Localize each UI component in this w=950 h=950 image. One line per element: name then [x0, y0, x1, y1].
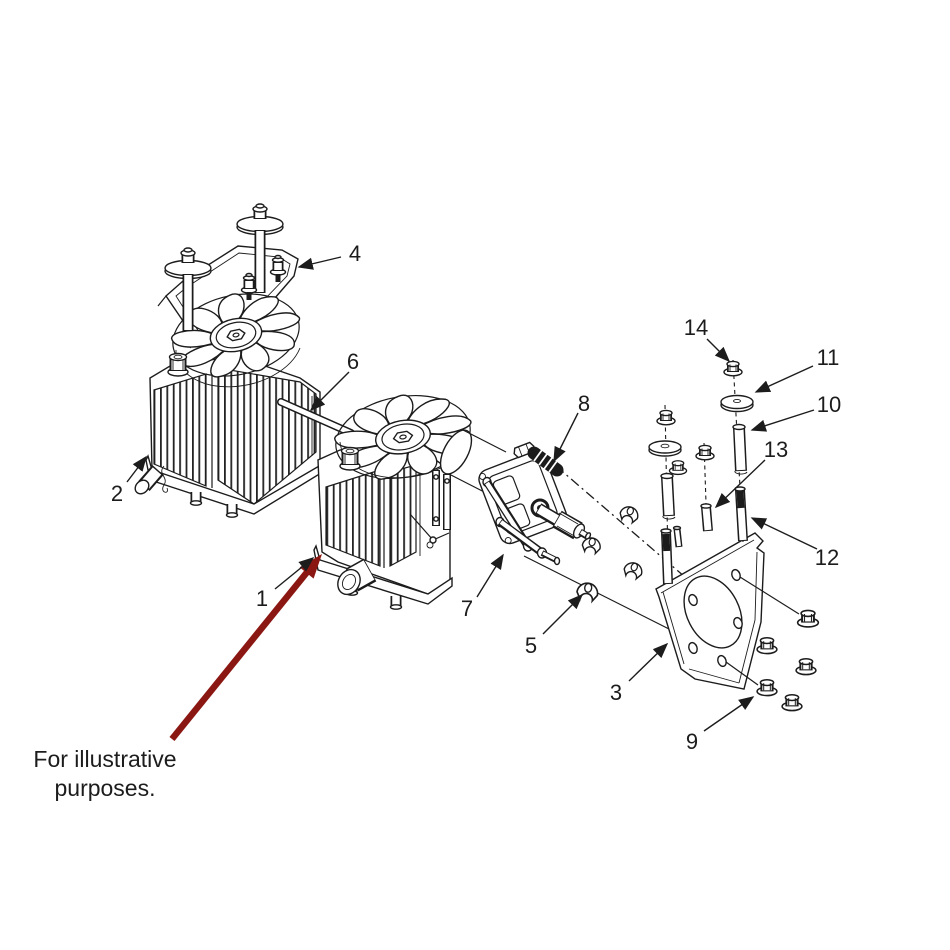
footnote-line1: For illustrative: [33, 746, 177, 772]
small-spacer-13: [700, 503, 713, 532]
spring: [513, 441, 564, 477]
callout-1-label: 1: [256, 586, 268, 611]
flange-nut: [657, 410, 675, 424]
callout-2-label: 2: [111, 481, 123, 506]
pump-rods: [482, 476, 561, 566]
callout-14-label: 14: [684, 315, 708, 340]
flange-nut-set: [725, 576, 818, 711]
callout-12-label: 12: [815, 545, 839, 570]
bracket-bolts: [164, 203, 287, 331]
footnote-note: For illustrative purposes.: [28, 745, 182, 803]
callout-3-label: 3: [610, 680, 622, 705]
callout-9-label: 9: [686, 729, 698, 754]
callout-3-leader: [628, 642, 669, 682]
plate-studs: [660, 486, 748, 585]
pin: [672, 525, 683, 548]
callout-4-leader: [297, 256, 342, 270]
callout-13-label: 13: [764, 437, 788, 462]
callout-2-leader: [126, 455, 147, 483]
callout-leaders: [126, 256, 818, 732]
callout-9-leader: [703, 696, 755, 732]
callout-4-label: 4: [349, 241, 361, 266]
callout-5-leader: [542, 593, 584, 635]
callout-14-leader: [706, 338, 731, 363]
callout-7-leader: [476, 553, 504, 598]
output-shaft: [534, 503, 592, 540]
pump-assembly: [439, 429, 592, 566]
callout-8-leader: [553, 412, 579, 463]
brake-lever: [409, 470, 451, 544]
callout-labels: 1 2 3 4 5 6 7 8 9 10 11 12 13 14: [111, 241, 841, 754]
callout-1-leader: [274, 557, 315, 590]
callout-12-leader: [750, 517, 818, 550]
stud-left: [660, 528, 673, 585]
callout-5-label: 5: [525, 633, 537, 658]
flange-nut: [669, 461, 686, 475]
callout-6-leader: [309, 371, 350, 412]
left-oil-cap: [167, 352, 189, 377]
callout-10-label: 10: [817, 392, 841, 417]
axis-line: [555, 465, 715, 603]
left-transaxle: [134, 279, 327, 518]
footnote-line2: purposes.: [54, 775, 156, 801]
callout-7-label: 7: [461, 596, 473, 621]
stud-12: [734, 486, 748, 542]
callout-11-label: 11: [817, 345, 840, 370]
spacer-tube-10: [732, 423, 748, 475]
callout-8-label: 8: [578, 391, 590, 416]
center-oil-cap: [339, 446, 361, 471]
callout-11-leader: [754, 365, 814, 393]
rod: [277, 398, 355, 437]
mounting-plate: [655, 532, 765, 690]
flange-nut-14: [724, 361, 742, 375]
callout-10-leader: [750, 409, 815, 432]
flange-nut: [696, 445, 714, 459]
callout-13-leader: [714, 459, 766, 509]
center-transaxle: [313, 381, 482, 610]
callout-6-label: 6: [347, 349, 359, 374]
